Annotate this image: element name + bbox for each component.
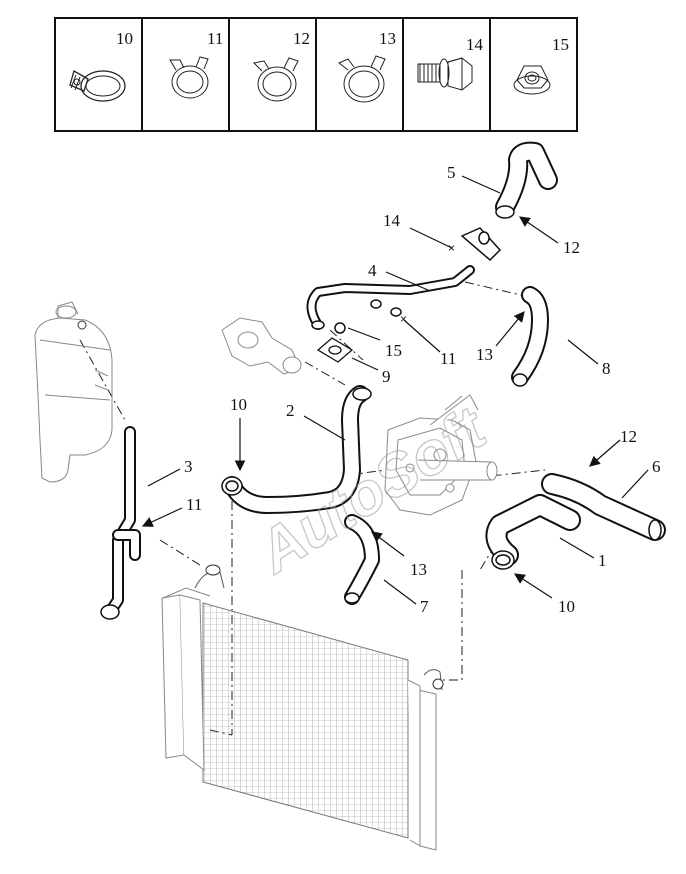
legend-number-14: 14 [466, 35, 484, 54]
callouts: 5 12 14 4 13 8 15 11 9 2 10 3 11 12 6 1 … [184, 163, 661, 616]
expansion-tank [34, 301, 113, 483]
legend-number-11: 11 [207, 29, 223, 48]
legend-cell-14: 14 [417, 35, 484, 91]
legend-number-13: 13 [379, 29, 396, 48]
callout-13-bottom: 13 [410, 560, 427, 579]
callout-9: 9 [382, 367, 391, 386]
thermostat-housing [221, 317, 302, 375]
callout-1: 1 [598, 551, 607, 570]
spring-clamp-icon [252, 57, 299, 102]
callout-3: 3 [184, 457, 193, 476]
callout-13-top: 13 [476, 345, 493, 364]
callout-10-right: 10 [558, 597, 575, 616]
parts-legend: 10 11 12 [54, 17, 578, 132]
callout-12-right: 12 [620, 427, 637, 446]
svg-text:×: × [400, 312, 407, 326]
legend-cell-11: 11 [169, 29, 223, 99]
spring-clamp-icon [169, 56, 209, 99]
callout-5: 5 [447, 163, 456, 182]
spring-clamp-icon [338, 55, 386, 103]
legend-cell-10: 10 [69, 29, 133, 102]
worm-gear-clamp-icon [69, 70, 126, 102]
callout-7: 7 [420, 597, 429, 616]
callout-14: 14 [383, 211, 401, 230]
callout-12-top: 12 [563, 238, 580, 257]
legend-number-10: 10 [116, 29, 133, 48]
radiator [161, 564, 444, 851]
legend-cell-15: 15 [513, 35, 569, 95]
callout-4: 4 [368, 261, 377, 280]
hose-ends [100, 205, 662, 620]
legend-number-12: 12 [293, 29, 310, 48]
callout-11-top: 11 [440, 349, 456, 368]
callout-10-left: 10 [230, 395, 247, 414]
callout-15: 15 [385, 341, 402, 360]
callout-8: 8 [602, 359, 611, 378]
svg-text:×: × [448, 241, 455, 255]
flange-nut-icon [513, 65, 551, 95]
leader-lines: × × [141, 175, 649, 605]
engine-water-outlet [384, 394, 498, 516]
legend-cell-13: 13 [338, 29, 396, 103]
legend-cell-12: 12 [252, 29, 310, 102]
callout-6: 6 [652, 457, 661, 476]
hoses [104, 141, 666, 618]
flange-bolt-icon [417, 57, 473, 91]
callout-2: 2 [286, 401, 295, 420]
gasket-9 [316, 337, 354, 363]
callout-11-left: 11 [186, 495, 202, 514]
legend-number-15: 15 [552, 35, 569, 54]
